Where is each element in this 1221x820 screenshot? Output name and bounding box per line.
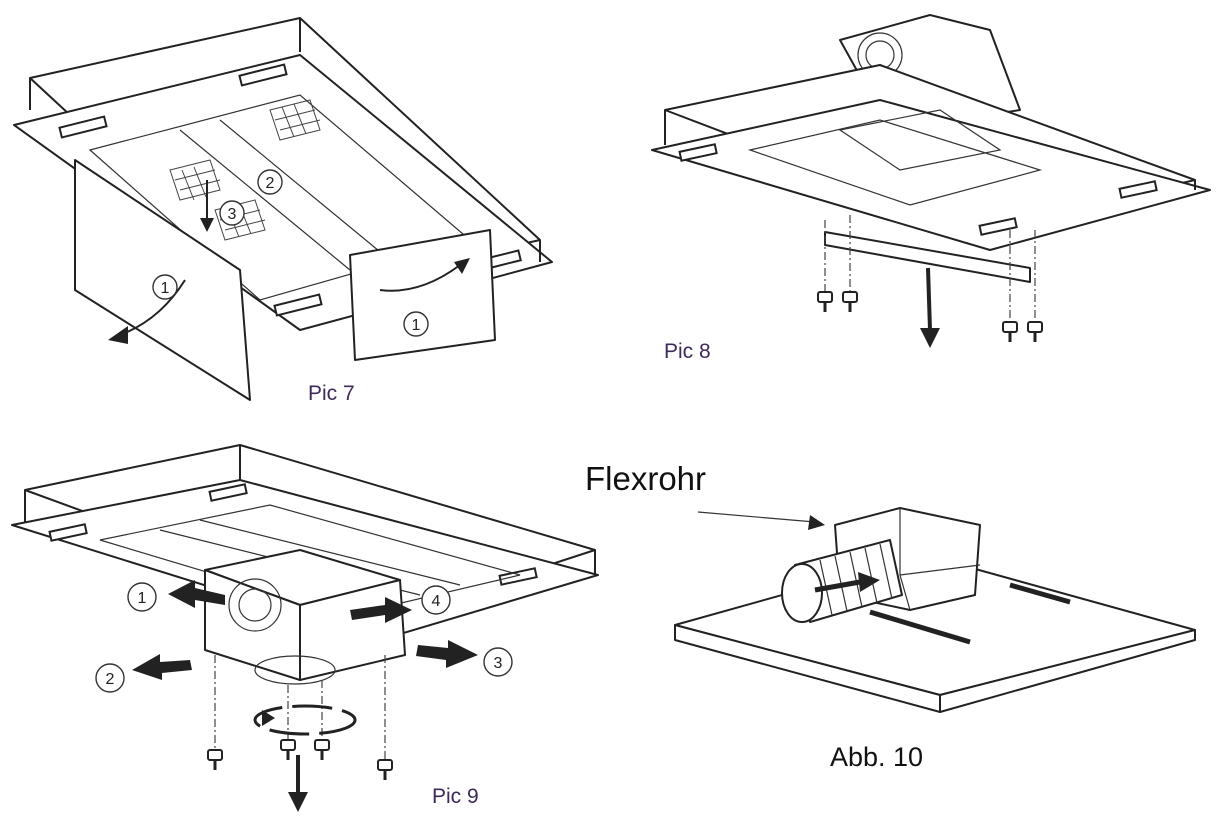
screw-icon [280,739,296,760]
abb10-caption: Abb. 10 [830,742,924,772]
pic8-drawing [651,14,1211,348]
screw-icon [842,291,858,312]
pic7-drawing: 1 1 2 3 [13,17,553,401]
flex-pipe-icon [781,539,903,623]
pic9-drawing: 1 2 3 4 [11,444,599,812]
svg-text:1: 1 [138,590,147,607]
arrow-icon [350,597,412,623]
svg-text:2: 2 [106,671,115,688]
rotate-arrow-icon [253,704,357,736]
arrow-icon [132,654,192,680]
pic7-caption: Pic 7 [308,382,355,405]
arrow-icon [920,328,940,348]
arrow-icon [416,640,478,668]
svg-text:1: 1 [412,317,421,334]
pic8-caption: Pic 8 [664,340,711,363]
pic8-figure [640,0,1221,380]
screw-icon [1002,321,1018,342]
svg-text:3: 3 [494,655,503,672]
screw-icon [817,291,833,312]
svg-text:2: 2 [266,175,275,192]
abb10-drawing [674,507,1196,713]
arrow-icon [108,326,128,344]
screw-icon [207,749,223,770]
svg-text:4: 4 [432,593,441,610]
pic9-caption: Pic 9 [432,785,479,808]
arrow-icon [454,258,470,274]
abb10-figure [640,480,1221,720]
pic7-figure: 1 1 2 3 [0,0,600,420]
arrow-icon [288,792,308,812]
arrow-icon [168,580,225,608]
pic9-figure: 1 2 3 4 [0,430,610,820]
svg-text:3: 3 [228,206,237,223]
screw-icon [1027,321,1043,342]
svg-text:1: 1 [161,280,170,297]
arrow-icon [858,572,880,592]
flexrohr-callout: Flexrohr [585,460,707,497]
screw-icon [314,739,330,760]
screw-icon [377,759,393,780]
